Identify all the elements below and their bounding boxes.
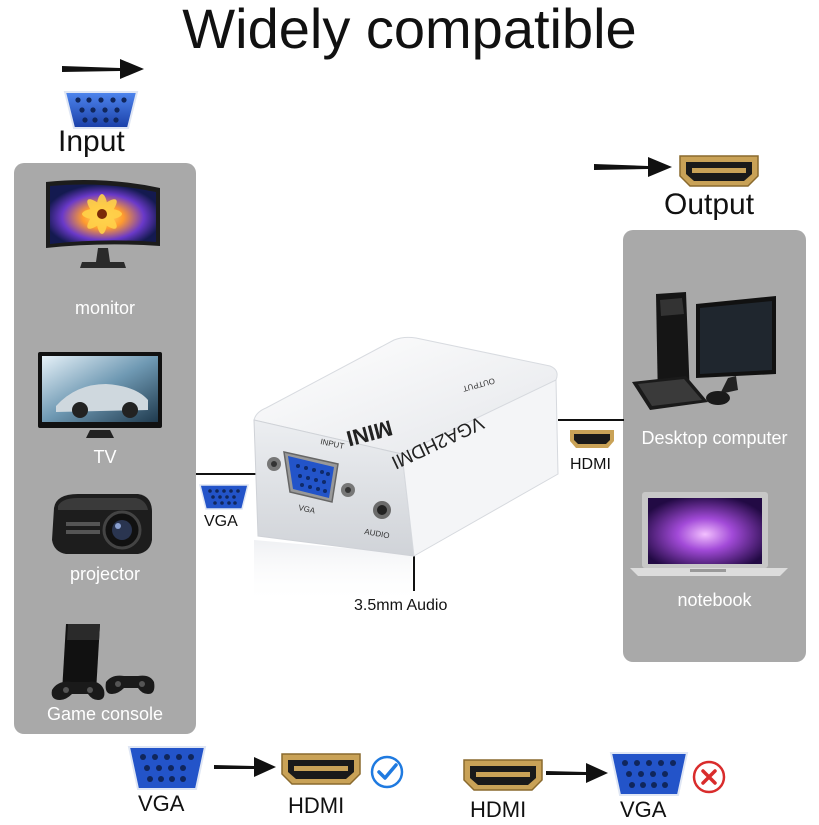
bottom-arrow-icon-2	[546, 763, 608, 783]
bottom-label-to-1: HDMI	[288, 793, 345, 818]
device-label-game-console: Game console	[46, 704, 164, 724]
hdmi-connection-line	[558, 419, 624, 421]
input-arrow-icon	[62, 59, 144, 79]
output-arrow-icon	[594, 157, 672, 177]
vga-connection-line	[196, 473, 264, 475]
cross-icon	[692, 760, 726, 794]
bottom-arrow-icon-1	[214, 757, 276, 777]
output-label: Output	[664, 188, 755, 221]
device-label-tv: TV	[93, 447, 117, 467]
adapter-audio-port-text: AUDIO	[364, 527, 391, 540]
adapter-device-illustration: MINI VGA2HDMI OUTPUT INPUT VGA AUDIO	[253, 336, 559, 604]
hdmi-connector-icon	[679, 155, 759, 187]
device-label-monitor: monitor	[74, 298, 136, 318]
vga-connector-icon-small	[199, 484, 249, 510]
desktop-computer-icon	[632, 292, 776, 410]
device-label-desktop-computer: Desktop computer	[641, 428, 788, 448]
bottom-hdmi-icon-1	[281, 753, 361, 785]
device-label-notebook: notebook	[677, 590, 752, 610]
hdmi-connector-icon-small	[570, 430, 614, 448]
page-title: Widely compatible	[182, 0, 637, 60]
vga-connector-icon	[63, 91, 139, 129]
adapter-vga-port-text: VGA	[298, 503, 317, 515]
bottom-vga-icon-2	[609, 752, 689, 796]
tv-icon	[38, 352, 162, 438]
hdmi-connector-label: HDMI	[570, 456, 611, 473]
bottom-label-from-1: VGA	[138, 791, 185, 816]
check-icon	[370, 755, 404, 789]
device-label-projector: projector	[69, 564, 141, 584]
game-console-icon	[51, 624, 155, 700]
bottom-vga-icon-1	[127, 746, 207, 790]
bottom-label-from-2: HDMI	[470, 797, 527, 822]
notebook-icon	[630, 492, 788, 576]
bottom-hdmi-icon-2	[463, 759, 543, 791]
bottom-label-to-2: VGA	[620, 797, 667, 822]
monitor-icon	[46, 180, 160, 268]
projector-icon	[52, 494, 152, 554]
input-label: Input	[58, 125, 125, 158]
vga-connector-label: VGA	[204, 513, 238, 530]
